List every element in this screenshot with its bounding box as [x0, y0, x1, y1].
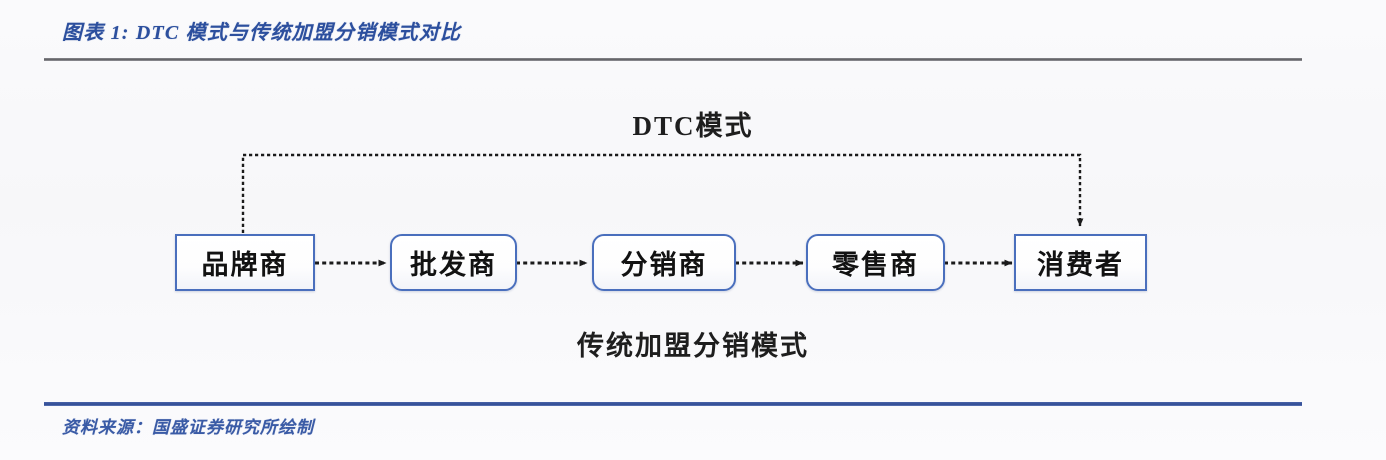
node-retailer[interactable]: 零售商: [806, 234, 945, 291]
dtc-mode-label: DTC模式: [632, 111, 754, 141]
node-distributor[interactable]: 分销商: [592, 234, 736, 291]
connector-dtc-brand-to-consumer: [241, 153, 1084, 233]
node-distributor-label: 分销商: [620, 250, 708, 280]
node-wholesaler[interactable]: 批发商: [390, 234, 517, 291]
node-brand-label: 品牌商: [201, 250, 289, 280]
traditional-mode-label: 传统加盟分销模式: [577, 331, 809, 361]
source-note: 资料来源：国盛证券研究所绘制: [62, 418, 314, 437]
title-divider-rule: [44, 58, 1302, 61]
source-divider-rule: [44, 402, 1302, 406]
dtc-flow-diagram: DTC模式 传统加盟分销模式 品牌商 批发商 分销商 零售商 消费者: [0, 66, 1386, 398]
exhibit-title: 图表 1: DTC 模式与传统加盟分销模式对比: [62, 22, 462, 44]
node-wholesaler-label: 批发商: [410, 250, 497, 280]
node-consumer[interactable]: 消费者: [1014, 234, 1147, 291]
node-brand[interactable]: 品牌商: [175, 234, 315, 291]
node-consumer-label: 消费者: [1037, 250, 1124, 280]
diagram-connectors-svg: [241, 153, 1084, 267]
node-retailer-label: 零售商: [832, 250, 919, 280]
